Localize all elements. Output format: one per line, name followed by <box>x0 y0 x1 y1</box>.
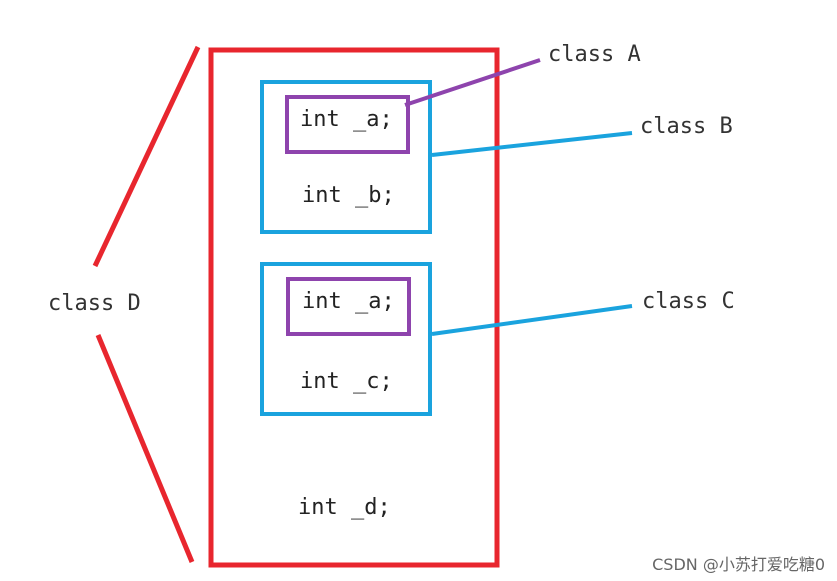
class-c-connector <box>431 304 633 336</box>
member-d-d: int _d; <box>298 495 391 520</box>
member-c-c: int _c; <box>300 369 393 394</box>
label-class-c: class C <box>642 289 735 314</box>
class-d-bracket-bottom <box>95 334 195 563</box>
label-class-b: class B <box>640 114 733 139</box>
class-d-bracket-top <box>92 45 201 268</box>
class-a-box-in-c <box>286 277 411 336</box>
class-d-box <box>208 47 500 568</box>
member-c-a: int _a; <box>302 289 395 314</box>
class-a-connector <box>404 58 541 107</box>
class-b-box <box>260 80 432 234</box>
class-c-box <box>260 262 432 416</box>
member-b-b: int _b; <box>302 183 395 208</box>
member-b-a: int _a; <box>300 107 393 132</box>
label-class-a: class A <box>548 42 641 67</box>
class-b-connector <box>431 131 633 157</box>
label-class-d: class D <box>48 291 141 316</box>
watermark: CSDN @小苏打爱吃糖0 <box>652 555 825 574</box>
class-a-box-in-b <box>285 95 410 154</box>
